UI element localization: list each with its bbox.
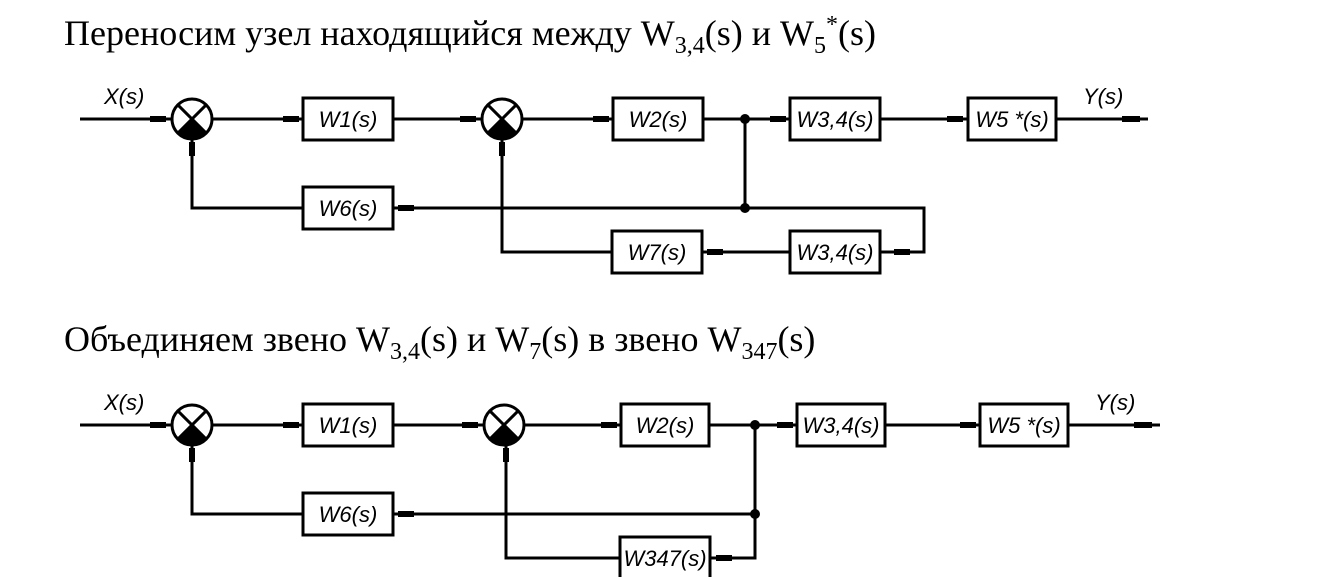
d1-arrow-output — [1122, 116, 1140, 122]
d2-arrow-w34 — [777, 422, 793, 428]
d2-wire-node-w347 — [710, 514, 757, 560]
d2-label-output: Y(s) — [1095, 390, 1135, 415]
d1-arrow-w7 — [707, 249, 723, 255]
d1-wire-w7-sum2 — [500, 140, 612, 254]
d1-summing-junction-2 — [480, 97, 524, 141]
d1-block-w2: W2(s) — [611, 96, 705, 142]
d1-label-output: Y(s) — [1083, 84, 1123, 109]
d1-label-w34-feedback: W3,4(s) — [797, 240, 874, 265]
d1-label-w2: W2(s) — [629, 107, 688, 132]
d1-arrow-w34 — [770, 116, 786, 122]
d1-block-w6: W6(s) — [301, 185, 395, 231]
d2-arrow-sum2 — [462, 422, 478, 428]
d2-arrow-input — [150, 422, 166, 428]
step1-heading-w5-tail: (s) — [838, 13, 876, 53]
step2-heading-w7-sub: 7 — [529, 339, 542, 366]
step1-heading-w34: W — [640, 13, 675, 53]
d2-arrow-sum2-fb — [503, 448, 509, 462]
d1-label-w6: W6(s) — [319, 196, 378, 221]
d2-arrow-sum1-fb — [189, 448, 195, 462]
d2-arrow-output — [1134, 422, 1152, 428]
step2-heading-w7: W — [495, 319, 530, 359]
d2-summing-junction-1 — [170, 403, 214, 447]
step2-heading-w34-tail: (s) и — [419, 319, 496, 359]
step2-heading-w34-sub: 3,4 — [389, 339, 420, 366]
step2-heading-w7-tail: (s) в звено — [541, 319, 708, 359]
d2-block-w6: W6(s) — [301, 491, 395, 537]
step1-heading-w5-sub: 5 — [814, 33, 826, 60]
d1-arrow-sum1-fb — [189, 142, 195, 156]
d2-wire-w6-sum1 — [190, 446, 303, 516]
d2-label-input: X(s) — [103, 390, 144, 415]
d1-arrow-w6 — [398, 205, 414, 211]
d2-label-w34: W3,4(s) — [803, 413, 880, 438]
step2-heading-w347-sub: 347 — [741, 339, 778, 366]
d2-block-w5: W5 *(s) — [978, 402, 1070, 448]
d1-summing-junction-1 — [170, 97, 214, 141]
d2-wire-w347-sum2 — [504, 446, 620, 560]
d2-junction-bottom — [750, 509, 760, 519]
d1-block-w1: W1(s) — [301, 96, 395, 142]
d1-label-w7: W7(s) — [628, 240, 687, 265]
step2-heading-w347: W — [707, 319, 742, 359]
d2-label-w1: W1(s) — [319, 413, 378, 438]
d1-block-w34: W3,4(s) — [788, 96, 882, 142]
step1-heading-w5-sup: * — [826, 12, 838, 38]
d2-arrow-w5 — [960, 422, 976, 428]
diagram-2: W1(s) W2(s) W3,4(s) W5 *(s) W6(s) W347(s… — [80, 390, 1160, 577]
d1-wire-w6-sum1 — [190, 140, 303, 210]
step2-heading: Объединяем звено W3,4(s) и W7(s) в звено… — [64, 319, 816, 364]
d2-summing-junction-2 — [482, 403, 526, 447]
d1-label-w5: W5 *(s) — [975, 107, 1048, 132]
d1-junction-bottom — [740, 203, 750, 213]
d1-junction-top — [740, 114, 750, 124]
step2-heading-text: Объединяем звено — [64, 319, 356, 359]
d1-arrow-w5 — [947, 116, 963, 122]
step1-heading-text: Переносим узел находящийся между — [64, 13, 641, 53]
d2-arrow-w2 — [601, 422, 617, 428]
d1-label-w1: W1(s) — [319, 107, 378, 132]
d1-arrow-sum2 — [460, 116, 476, 122]
d2-block-w1: W1(s) — [301, 402, 395, 448]
d1-block-w7: W7(s) — [610, 229, 704, 275]
d1-arrow-w1 — [283, 116, 299, 122]
d1-label-input: X(s) — [103, 84, 144, 109]
step2-heading-w34: W — [355, 319, 390, 359]
d2-label-w6: W6(s) — [319, 502, 378, 527]
step1-heading-w34-sub: 3,4 — [674, 33, 705, 60]
d2-label-w5: W5 *(s) — [987, 413, 1060, 438]
d2-arrow-w6 — [398, 511, 414, 517]
step2-heading-w347-tail: (s) — [777, 319, 816, 359]
d2-label-w347: W347(s) — [623, 546, 706, 571]
d1-block-w5: W5 *(s) — [966, 96, 1058, 142]
step1-heading-w5: W — [780, 13, 814, 53]
d2-block-w2: W2(s) — [619, 402, 711, 448]
d1-arrow-input — [150, 116, 166, 122]
d2-block-w34: W3,4(s) — [795, 402, 887, 448]
step1-heading-w34-tail: (s) и — [704, 13, 781, 53]
d1-arrow-w2 — [593, 116, 609, 122]
d2-arrow-w347 — [716, 555, 732, 561]
d2-label-w2: W2(s) — [636, 413, 695, 438]
d2-block-w347: W347(s) — [618, 535, 712, 577]
d2-arrow-w1 — [283, 422, 299, 428]
step1-heading: Переносим узел находящийся между W3,4(s)… — [64, 12, 876, 58]
d1-block-w34-feedback: W3,4(s) — [788, 229, 882, 275]
d1-label-w34: W3,4(s) — [797, 107, 874, 132]
diagram-1: W1(s) W2(s) W3,4(s) W5 *(s) W6(s) W7(s) … — [80, 84, 1148, 275]
d1-arrow-w34fb — [894, 249, 910, 255]
d2-junction-top — [750, 420, 760, 430]
d1-arrow-sum2-fb — [499, 142, 505, 156]
